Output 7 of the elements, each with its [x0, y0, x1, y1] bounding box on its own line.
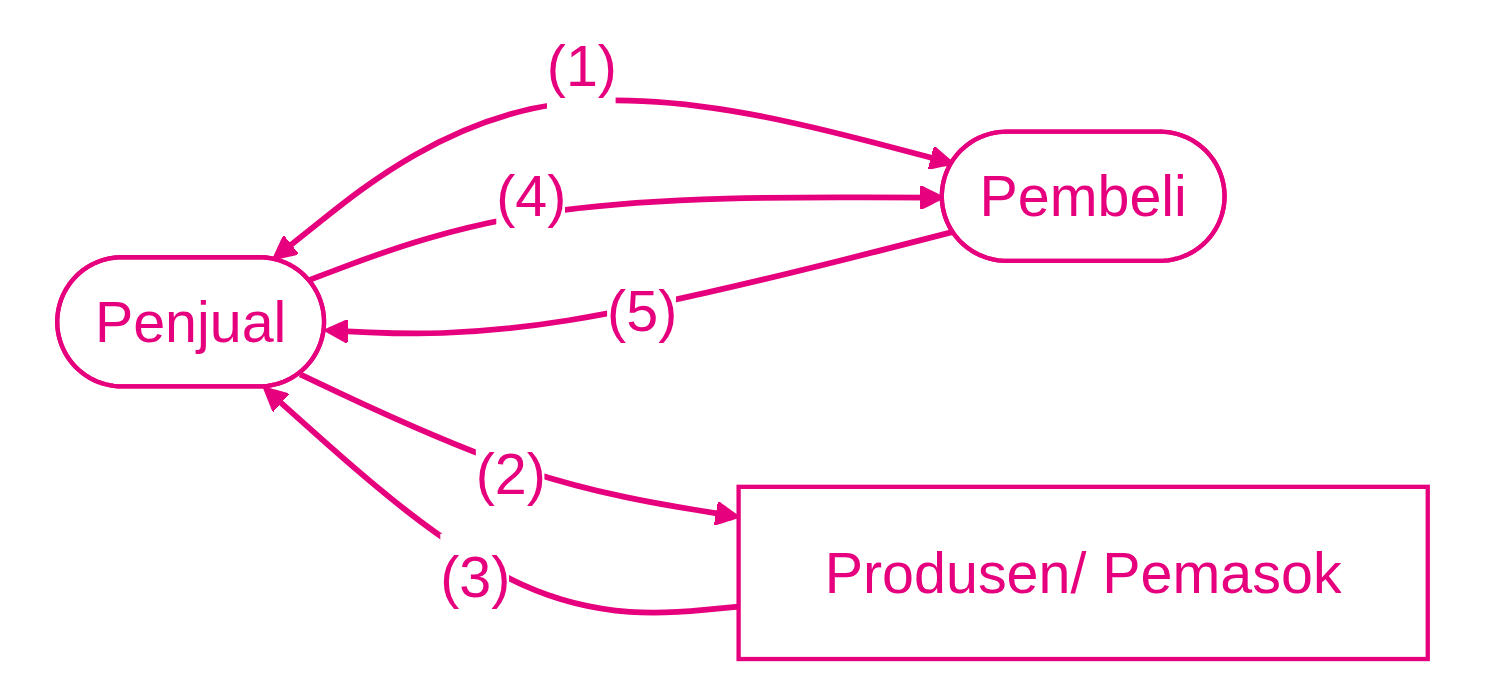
- arrow: [323, 229, 954, 344]
- edge-label: (2): [475, 442, 546, 506]
- edge-label: (3): [440, 545, 511, 609]
- node-box: Produsen/ Pemasok: [736, 484, 1430, 662]
- edge-label: (1): [546, 34, 617, 98]
- edge-label: (4): [496, 164, 567, 228]
- edge-label: (5): [607, 279, 678, 343]
